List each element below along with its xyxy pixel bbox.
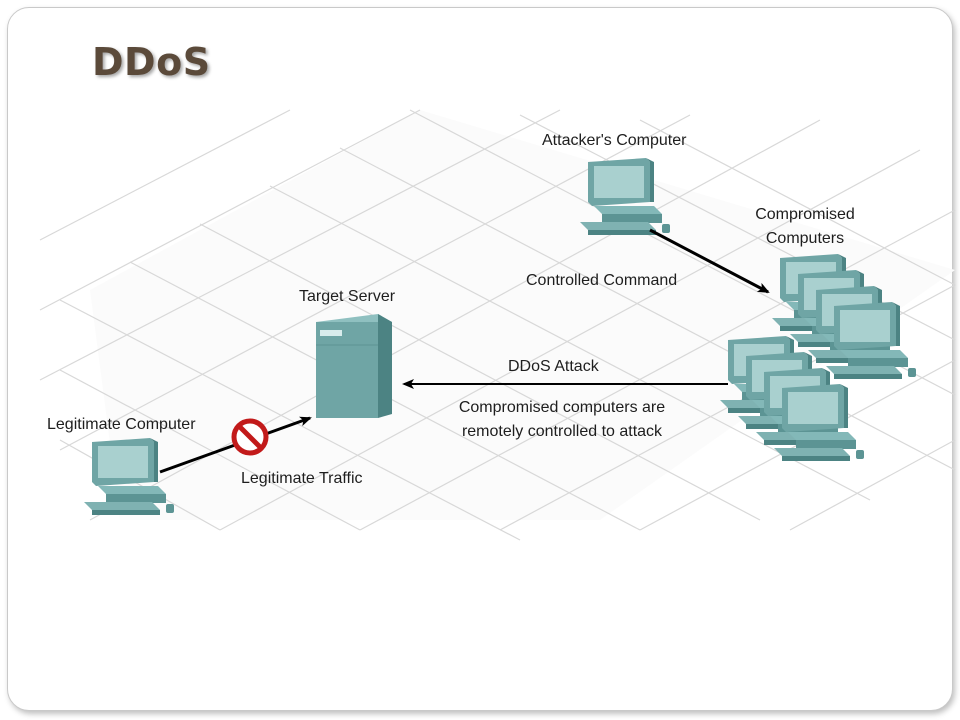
target-server-label: Target Server — [299, 288, 396, 305]
legitimate-computer-label: Legitimate Computer — [47, 416, 196, 433]
legitimate-traffic-label: Legitimate Traffic — [241, 470, 363, 487]
controlled-command-arrow — [649, 228, 770, 294]
target-server — [316, 314, 392, 418]
slide-title: DDoS — [92, 40, 211, 84]
ddos-attack-label: DDoS Attack — [508, 358, 599, 375]
compromised-computers-label-line2: Computers — [765, 230, 845, 247]
remote-control-label-line2: remotely controlled to attack — [461, 423, 663, 440]
prohibited-icon — [231, 418, 269, 456]
attacker-computer-label: Attacker's Computer — [542, 132, 687, 149]
compromised-computers-label-line1: Compromised — [755, 206, 855, 223]
controlled-command-label: Controlled Command — [526, 272, 678, 289]
remote-control-label-line1: Compromised computers are — [458, 399, 666, 416]
